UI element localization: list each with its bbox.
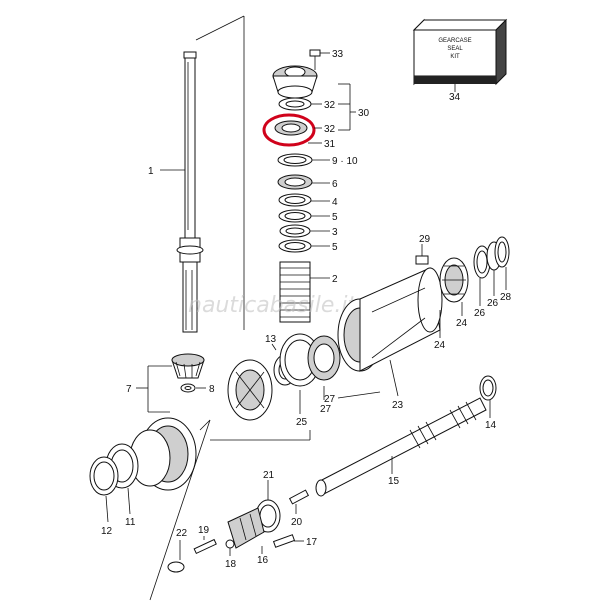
label-21: 21 — [263, 470, 275, 481]
bearing-carrier: 29 24 24 26 26 28 23 27 — [324, 234, 512, 411]
label-7: 7 — [126, 384, 132, 395]
shift-group: 21 20 17 16 18 19 22 — [167, 470, 318, 573]
label-33: 33 — [332, 49, 344, 60]
label-15: 15 — [388, 476, 400, 487]
label-13: 13 — [265, 334, 277, 345]
clutch-group: 13 25 27 — [210, 333, 341, 441]
label-4: 4 — [332, 197, 338, 208]
highlight-ring — [262, 113, 316, 147]
label-6: 6 — [332, 179, 338, 190]
label-28: 28 — [500, 292, 512, 303]
label-22: 22 — [176, 528, 188, 539]
label-24b: 24 — [456, 318, 468, 329]
label-19: 19 — [198, 525, 210, 536]
label-5a: 5 — [332, 212, 338, 223]
label-26a: 26 — [474, 308, 486, 319]
label-8: 8 — [209, 384, 215, 395]
label-27b: 27 — [324, 394, 336, 405]
bellows-part-2 — [279, 261, 311, 323]
label-11: 11 — [125, 517, 136, 528]
label-17: 17 — [306, 537, 318, 548]
propeller-shaft: 14 15 — [315, 375, 497, 497]
watermark: nauticabasile.it — [188, 293, 357, 318]
label-26b: 26 — [487, 298, 499, 309]
label-2: 2 — [332, 274, 338, 285]
label-12: 12 — [101, 526, 113, 537]
label-25: 25 — [296, 417, 308, 428]
label-32b: 32 — [324, 124, 336, 135]
label-29: 29 — [419, 234, 431, 245]
label-27a: 27 — [320, 404, 332, 415]
seal-kit-box: GEARCASE SEAL KIT 34 — [412, 18, 508, 103]
label-14: 14 — [485, 420, 497, 431]
label-30: 30 — [358, 108, 370, 119]
label-31: 31 — [324, 139, 336, 150]
drive-shaft: 1 — [148, 15, 245, 333]
kit-line-1: GEARCASE — [438, 38, 471, 44]
forward-gear: 11 12 — [89, 417, 211, 601]
label-3: 3 — [332, 227, 338, 238]
label-16: 16 — [257, 555, 269, 566]
pinion-gear: 8 7 — [126, 353, 215, 413]
label-5b: 5 — [332, 242, 338, 253]
seal-stack: 33 32 32 30 31 9 · 10 6 — [262, 49, 370, 323]
label-20: 20 — [291, 517, 303, 528]
label-1: 1 — [148, 166, 154, 177]
label-34: 34 — [449, 92, 461, 103]
label-32a: 32 — [324, 100, 336, 111]
label-23: 23 — [392, 400, 404, 411]
kit-line-3: KIT — [450, 54, 460, 60]
label-24a: 24 — [434, 340, 446, 351]
label-9-10: 9 · 10 — [332, 156, 358, 167]
label-18: 18 — [225, 559, 237, 570]
kit-line-2: SEAL — [447, 46, 463, 52]
